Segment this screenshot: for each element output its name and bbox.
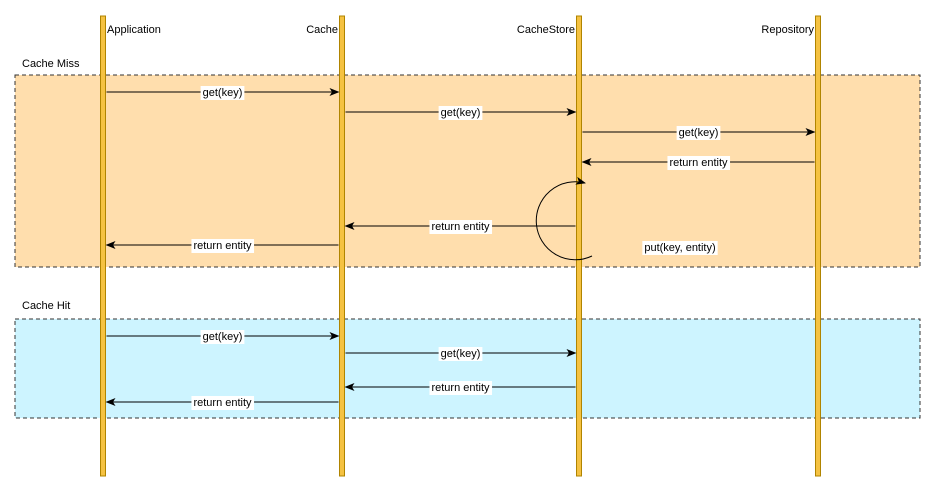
message-miss-6-label-bg xyxy=(429,220,493,234)
message-miss-5-label-bg xyxy=(642,241,718,255)
message-hit-4-label: return entity xyxy=(193,397,252,409)
message-miss-7-label: return entity xyxy=(193,240,252,252)
message-miss-5-loop xyxy=(535,176,593,261)
message-hit-2: get(key) xyxy=(345,347,577,361)
message-hit-2-label-bg xyxy=(438,347,483,361)
message-miss-7: return entity xyxy=(105,239,339,253)
message-miss-2-label-group: get(key) xyxy=(438,106,483,120)
message-miss-4: return entity xyxy=(581,156,815,170)
participant-label-application: Application xyxy=(107,24,161,36)
message-miss-2-label-bg xyxy=(438,106,483,120)
message-hit-3-label-bg xyxy=(429,381,493,395)
message-miss-4-label-group: return entity xyxy=(667,156,731,170)
message-miss-7-label-group: return entity xyxy=(191,239,255,253)
message-miss-2-label: get(key) xyxy=(441,107,481,119)
lifeline-cachestore xyxy=(576,15,582,477)
message-miss-3-label: get(key) xyxy=(679,127,719,139)
message-miss-1-label: get(key) xyxy=(203,87,243,99)
message-miss-7-label-bg xyxy=(191,239,255,253)
message-hit-3-label-group: return entity xyxy=(429,381,493,395)
participant-label-cachestore: CacheStore xyxy=(517,24,575,36)
lifeline-application xyxy=(100,15,106,477)
section-frame-hit xyxy=(14,318,921,419)
message-hit-1-label-group: get(key) xyxy=(200,330,245,344)
lifeline-cache xyxy=(339,15,345,477)
message-miss-5-label: put(key, entity) xyxy=(644,242,715,254)
participant-label-repository: Repository xyxy=(761,24,814,36)
message-miss-1-label-bg xyxy=(200,86,245,100)
section-label-hit: Cache Hit xyxy=(22,300,70,312)
message-hit-4-label-bg xyxy=(191,396,255,410)
message-miss-4-label: return entity xyxy=(669,157,728,169)
message-hit-2-label: get(key) xyxy=(441,348,481,360)
message-miss-2: get(key) xyxy=(345,106,577,120)
message-hit-3-label: return entity xyxy=(431,382,490,394)
lifeline-repository xyxy=(815,15,821,477)
section-label-miss: Cache Miss xyxy=(22,58,80,70)
message-hit-4-label-group: return entity xyxy=(191,396,255,410)
message-miss-6: return entity xyxy=(344,220,576,234)
message-hit-3: return entity xyxy=(344,381,576,395)
message-miss-6-label-group: return entity xyxy=(429,220,493,234)
message-miss-4-label-bg xyxy=(667,156,731,170)
message-miss-3-label-group: get(key) xyxy=(676,126,721,140)
section-frame-miss xyxy=(14,74,921,268)
message-hit-2-label-group: get(key) xyxy=(438,347,483,361)
message-miss-1-label-group: get(key) xyxy=(200,86,245,100)
message-miss-1: get(key) xyxy=(106,86,340,100)
message-hit-4: return entity xyxy=(105,396,339,410)
message-hit-1-label: get(key) xyxy=(203,331,243,343)
message-miss-5-label-group: put(key, entity) xyxy=(642,241,718,255)
message-miss-3: get(key) xyxy=(582,126,816,140)
message-miss-3-label-bg xyxy=(676,126,721,140)
message-miss-6-label: return entity xyxy=(431,221,490,233)
message-miss-5: put(key, entity) xyxy=(535,176,718,261)
message-hit-1-label-bg xyxy=(200,330,245,344)
message-hit-1: get(key) xyxy=(106,330,340,344)
participant-label-cache: Cache xyxy=(306,24,338,36)
